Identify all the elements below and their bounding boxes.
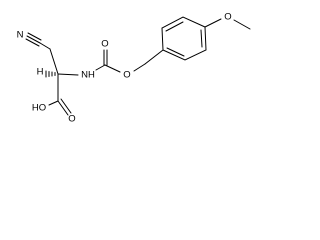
amide-nh-label: NH bbox=[81, 70, 95, 81]
triple-bond-cn bbox=[25, 32, 42, 47]
bond-ch2-calpha bbox=[49, 48, 59, 75]
bond-nh-ccarbamate bbox=[95, 64, 106, 71]
ester-o-label: O bbox=[123, 70, 130, 81]
bond-c-ch2 bbox=[39, 42, 51, 50]
bond-ring-omethoxy bbox=[204, 18, 222, 28]
double-bond-acid-co bbox=[57, 98, 72, 116]
hydroxyl-label: HO bbox=[32, 103, 46, 114]
benzene-ring bbox=[161, 16, 207, 61]
nitrile-n-label: N bbox=[17, 30, 24, 41]
bond-oester-ch2 bbox=[133, 63, 146, 72]
methoxy-o-label: O bbox=[224, 12, 231, 23]
carbamate-o-label: O bbox=[101, 39, 108, 50]
bond-ccarbamate-oester bbox=[104, 64, 121, 73]
acid-o-label: O bbox=[68, 114, 75, 125]
bond-ch2-ring bbox=[144, 49, 164, 65]
stereo-h-label: H bbox=[37, 67, 44, 78]
chemical-structure: N H NH HO O O O O bbox=[17, 12, 251, 125]
hashed-wedge-h bbox=[45, 70, 56, 78]
bond-ccooh-oh bbox=[48, 100, 59, 106]
bond-omethoxy-ch3 bbox=[233, 19, 251, 30]
bond-calpha-nh bbox=[57, 73, 79, 76]
double-bond-carbamate-co bbox=[103, 49, 108, 66]
